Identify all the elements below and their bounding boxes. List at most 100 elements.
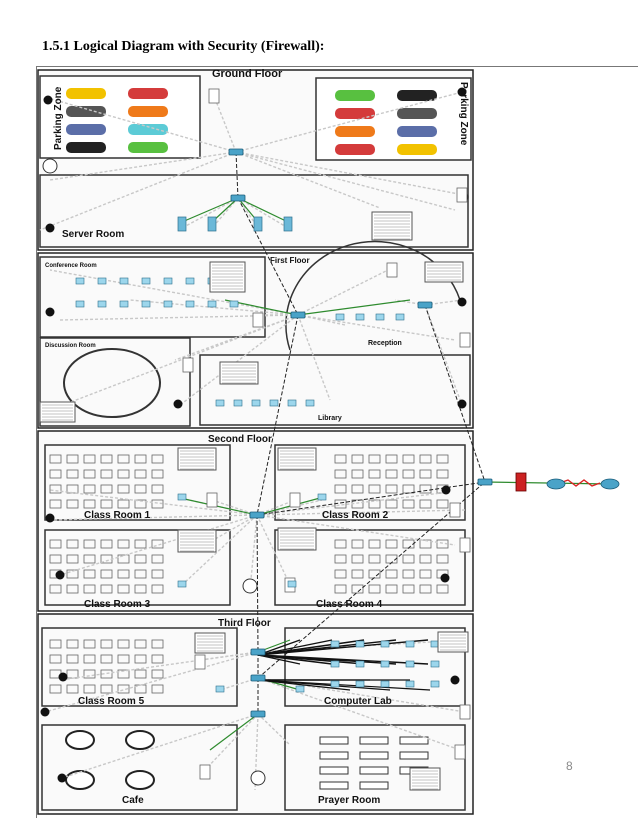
pc-icon [141,300,151,308]
desk [419,454,432,464]
third-floor-label: Third Floor [218,618,271,629]
page-number: 8 [566,759,573,773]
desk [49,554,62,564]
access-point-icon [459,332,471,348]
cloud-router-icon [600,478,620,490]
desk [117,584,130,594]
desk [151,454,164,464]
library-box [199,354,471,426]
wired-link [179,497,258,516]
pc-icon [355,313,365,321]
prayer-room-label: Prayer Room [318,795,380,806]
desk [117,569,130,579]
pc-icon [119,277,129,285]
desk [385,484,398,494]
wireless-link [256,491,451,516]
desk [368,469,381,479]
desk [117,684,130,694]
camera-icon [457,87,467,97]
desk [49,654,62,664]
desk [402,584,415,594]
desk [368,554,381,564]
desk [134,584,147,594]
pc-icon [305,399,315,407]
wireless-link [59,651,259,681]
desk [334,484,347,494]
desk [49,499,62,509]
desk [134,654,147,664]
serial-link [559,479,601,487]
pc-icon [177,493,187,501]
desk [66,584,79,594]
pc-icon [97,277,107,285]
wireless-link [297,267,393,316]
desk [151,654,164,664]
first-floor-label: First Floor [270,256,310,265]
desk [100,484,113,494]
access-point-icon [199,764,211,780]
wired-link [181,197,239,223]
conference-room-box [39,256,266,338]
frame-top-line [36,66,638,67]
desk [436,499,449,509]
lab-link [257,639,333,656]
wireless-link [297,314,456,341]
camera-icon [457,297,467,307]
access-point-icon [208,88,220,104]
desk [134,669,147,679]
camera-icon [55,570,65,580]
pc-icon [405,660,415,668]
wireless-link [39,151,237,231]
desk [117,484,130,494]
wireless-link [424,304,463,406]
desk [151,584,164,594]
wireless-link [211,197,239,229]
server-icon [253,216,263,232]
access-point-icon [454,744,466,760]
switch-icon [228,148,244,156]
access-point-icon [182,357,194,373]
desk [402,499,415,509]
class-room-3-box [44,529,231,606]
desk [151,684,164,694]
desk [151,484,164,494]
access-point-icon [459,704,471,720]
pc-icon [287,580,297,588]
desk [117,554,130,564]
discussion-room-label: Discussion Room [45,343,96,349]
pc-icon [75,277,85,285]
switch-icon [250,710,266,718]
desk [351,454,364,464]
desk [351,469,364,479]
pc-icon [177,580,187,588]
prayer-room-box [284,724,466,811]
wireless-link [257,713,291,746]
wireless-link [254,713,259,791]
library-label: Library [318,415,342,422]
desk [334,584,347,594]
pc-icon [215,685,225,693]
class-room-5-box [41,627,238,707]
desk [66,539,79,549]
pc-icon [355,640,365,648]
class-room-3-label: Class Room 3 [84,599,151,610]
desk [151,554,164,564]
wireless-link [297,314,331,401]
server-room-label: Server Room [62,229,124,240]
desk [436,539,449,549]
desk [134,554,147,564]
desk [83,684,96,694]
desk [151,669,164,679]
desk [151,469,164,479]
desk [351,584,364,594]
desk [83,484,96,494]
desk [134,539,147,549]
camera-icon [457,399,467,409]
server-icon [177,216,187,232]
camera-icon [45,307,55,317]
pc-icon [233,399,243,407]
wireless-link [211,499,258,516]
desk [49,454,62,464]
cafe-box [41,724,238,811]
desk [351,484,364,494]
